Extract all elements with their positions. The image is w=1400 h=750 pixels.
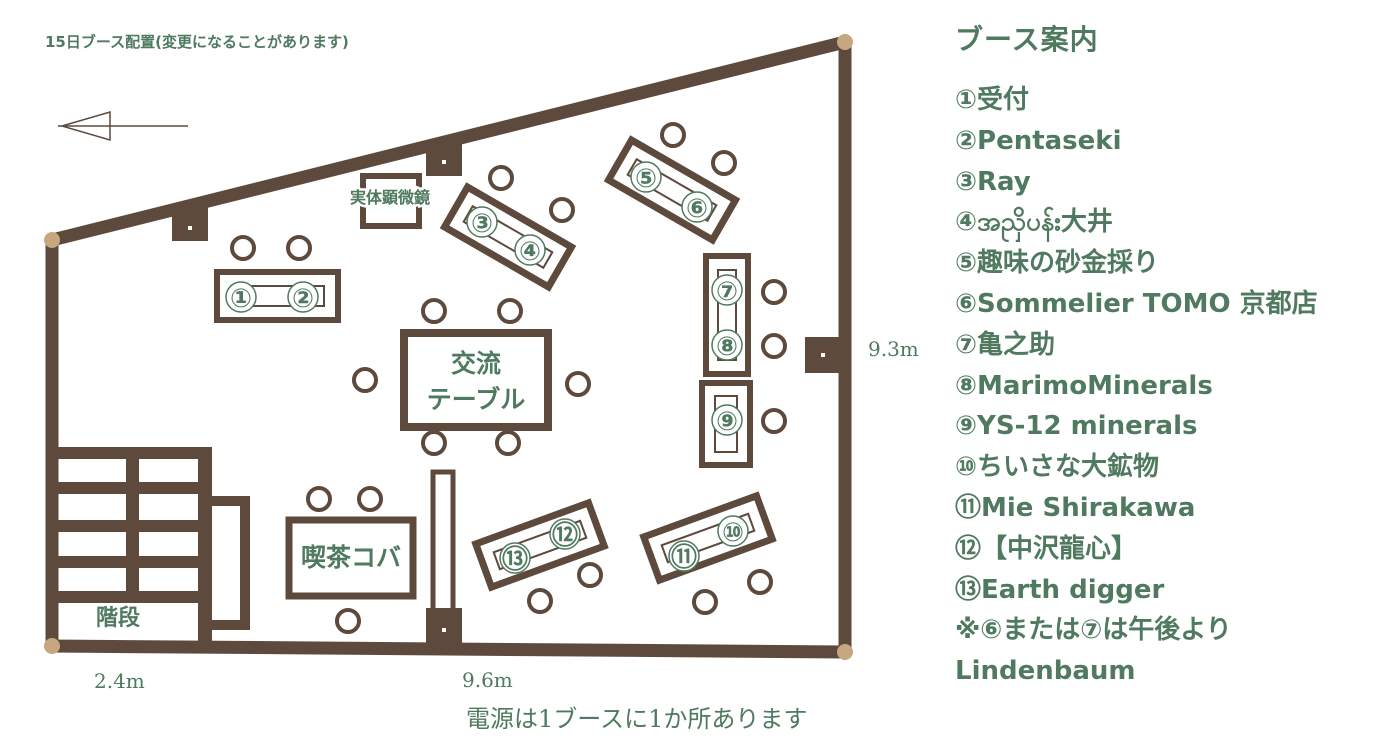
booth-number: ⑪ bbox=[671, 542, 697, 573]
booth-badge-12: ⑫ bbox=[549, 518, 581, 551]
power-note: 電源は1ブースに1か所あります bbox=[466, 705, 807, 733]
booth-number: ⑧ bbox=[716, 332, 738, 362]
list-item: Lindenbaum bbox=[955, 656, 1136, 687]
booth-badge-3: ③ bbox=[466, 206, 498, 239]
list-item: ⑤趣味の砂金採り bbox=[955, 248, 1160, 279]
pillars bbox=[172, 140, 841, 648]
booth-number: ⑨ bbox=[716, 407, 738, 437]
list-item: ③Ray bbox=[955, 166, 1031, 197]
dimension-bottom: 9.6m bbox=[462, 668, 513, 692]
booth-number: ⑩ bbox=[722, 518, 744, 548]
dimension-right: 9.3m bbox=[868, 337, 919, 361]
list-item: ⑥Sommelier TOMO 京都店 bbox=[955, 288, 1318, 319]
booth-number: ④ bbox=[519, 237, 541, 267]
stairs-label: 階段 bbox=[96, 605, 140, 631]
booth-guide: ブース案内 ①受付 ②Pentaseki ③Ray ④အညှိပန်း大井 ⑤趣… bbox=[955, 18, 1395, 692]
cafe-koba: 喫茶コバ bbox=[285, 516, 417, 600]
cafe-label: 喫茶コバ bbox=[301, 543, 401, 572]
list-item: ②Pentaseki bbox=[955, 125, 1122, 156]
chairs bbox=[230, 122, 787, 634]
booth-badge-1: ① bbox=[225, 281, 257, 314]
list-item: ④အညှိပန်း大井 bbox=[955, 207, 1113, 238]
booth-badge-13: ⑬ bbox=[499, 542, 531, 575]
booth-number: ③ bbox=[471, 209, 493, 239]
partition bbox=[430, 469, 456, 615]
booth-badge-10: ⑩ bbox=[717, 515, 749, 548]
microscope-label: 実体顕微鏡 bbox=[350, 188, 430, 207]
list-item: ⑧MarimoMinerals bbox=[955, 370, 1213, 401]
table-10-11 bbox=[639, 491, 777, 585]
booth-badge-5: ⑤ bbox=[630, 161, 662, 194]
list-item: ⑦亀之助 bbox=[955, 329, 1056, 360]
map-title: 15日ブース配置(変更になることがあります) bbox=[45, 33, 349, 51]
booth-badge-7: ⑦ bbox=[711, 274, 743, 307]
booth-badge-4: ④ bbox=[514, 234, 546, 267]
booth-list: ①受付 ②Pentaseki ③Ray ④အညှိပန်း大井 ⑤趣味の砂金採り… bbox=[955, 80, 1395, 692]
dimension-bottom-left: 2.4m bbox=[94, 669, 145, 693]
list-item: ⑨YS-12 minerals bbox=[955, 411, 1198, 442]
list-item: ※⑥または⑦は午後より bbox=[955, 615, 1232, 646]
booth-numbers: ① ② ③ ④ ⑤ ⑥ ⑦ ⑧ ⑨ ⑩ ⑪ ⑫ ⑬ bbox=[225, 161, 749, 575]
list-item: ①受付 bbox=[955, 85, 1030, 115]
exchange-table-label-1: 交流 bbox=[451, 349, 501, 378]
entrance-arrow-icon bbox=[58, 111, 188, 141]
list-item: ⑫【中沢龍心】 bbox=[955, 533, 1138, 564]
booth-badge-8: ⑧ bbox=[711, 329, 743, 362]
booth-number: ⑦ bbox=[716, 277, 738, 307]
floor-plan: 15日ブース配置(変更になることがあります) bbox=[44, 33, 919, 733]
list-item: ⑩ちいさな大鉱物 bbox=[955, 452, 1160, 483]
booth-badge-9: ⑨ bbox=[711, 404, 743, 437]
booth-number: ⑤ bbox=[635, 164, 657, 194]
microscope-area bbox=[360, 173, 422, 229]
exchange-table: 交流 テーブル bbox=[400, 329, 552, 431]
booth-number: ⑥ bbox=[686, 194, 708, 224]
list-item: ⑪Mie Shirakawa bbox=[955, 492, 1196, 523]
booth-badge-6: ⑥ bbox=[681, 191, 713, 224]
list-item: ⑬Earth digger bbox=[955, 574, 1165, 605]
booth-badge-2: ② bbox=[287, 281, 319, 314]
booth-number: ⑫ bbox=[552, 520, 578, 551]
stairs bbox=[55, 447, 250, 653]
booth-badge-11: ⑪ bbox=[668, 540, 700, 573]
corner-posts bbox=[44, 34, 853, 660]
booth-guide-title: ブース案内 bbox=[955, 23, 1099, 56]
exchange-table-label-2: テーブル bbox=[427, 385, 526, 414]
booth-number: ② bbox=[292, 284, 314, 314]
booth-number: ⑬ bbox=[502, 544, 528, 575]
booth-number: ① bbox=[230, 284, 252, 314]
